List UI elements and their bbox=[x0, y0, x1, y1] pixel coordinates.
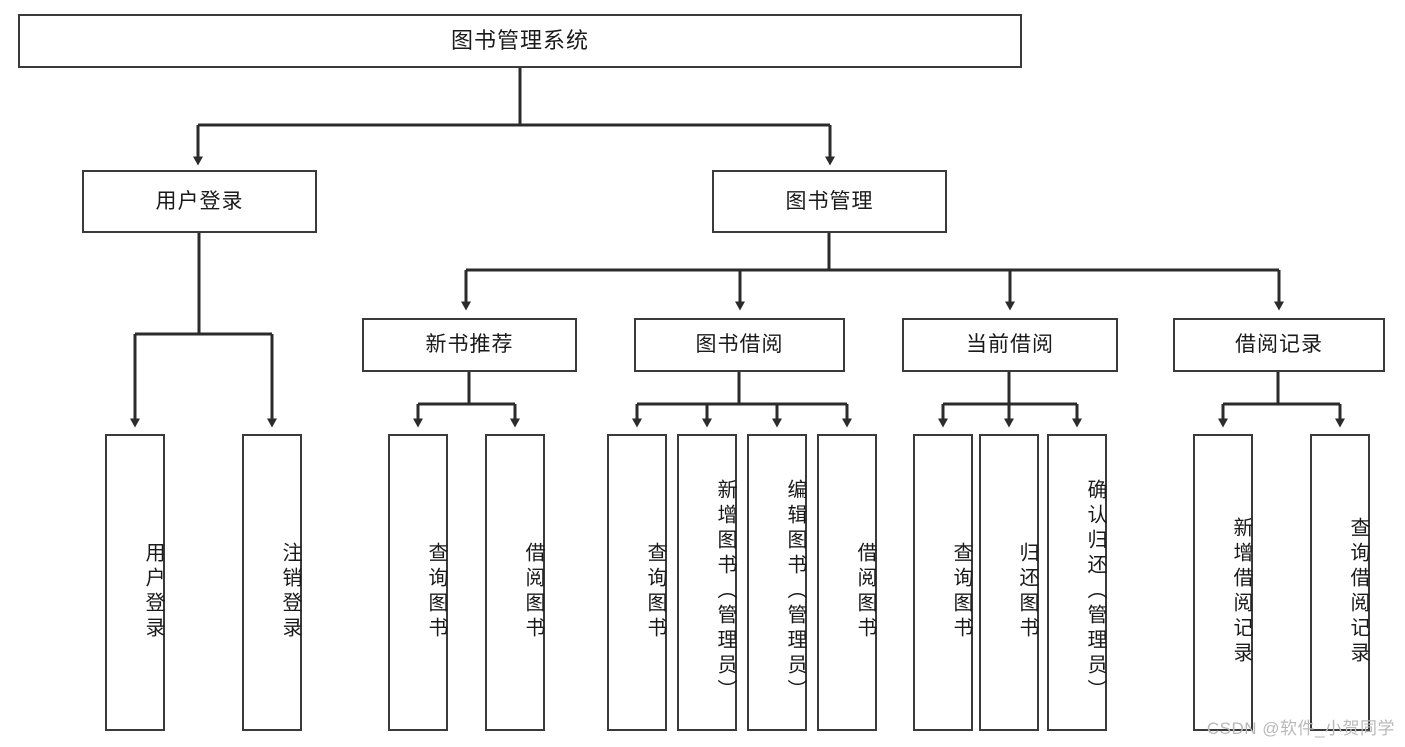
node-user-login[interactable]: 用户登录 bbox=[82, 170, 317, 233]
node-label: 借阅记录 bbox=[1235, 333, 1323, 357]
node-label: 查询图书 bbox=[425, 541, 447, 642]
node-label: 图书管理系统 bbox=[450, 27, 589, 53]
leaf-confirm-return[interactable]: 确认归还（管理员） bbox=[1047, 434, 1107, 731]
leaf-user-login[interactable]: 用户登录 bbox=[105, 434, 165, 731]
leaf-add-record[interactable]: 新增借阅记录 bbox=[1193, 434, 1253, 731]
node-label: 借阅图书 bbox=[854, 541, 876, 642]
leaf-query-book-2[interactable]: 查询图书 bbox=[607, 434, 667, 731]
node-label: 确认归还（管理员） bbox=[1084, 479, 1106, 704]
node-new-book-recommend[interactable]: 新书推荐 bbox=[362, 318, 577, 372]
leaf-query-record[interactable]: 查询借阅记录 bbox=[1310, 434, 1370, 731]
node-current-borrow[interactable]: 当前借阅 bbox=[902, 318, 1118, 372]
csdn-watermark: CSDN @软件_小贺同学 bbox=[1206, 719, 1395, 738]
node-book-borrow[interactable]: 图书借阅 bbox=[634, 318, 845, 372]
leaf-return-book[interactable]: 归还图书 bbox=[979, 434, 1039, 731]
leaf-query-book-3[interactable]: 查询图书 bbox=[913, 434, 973, 731]
node-label: 当前借阅 bbox=[966, 333, 1054, 357]
leaf-add-book[interactable]: 新增图书（管理员） bbox=[677, 434, 737, 731]
leaf-edit-book[interactable]: 编辑图书（管理员） bbox=[747, 434, 807, 731]
leaf-borrow-book-1[interactable]: 借阅图书 bbox=[485, 434, 545, 731]
node-root-book-management-system[interactable]: 图书管理系统 bbox=[18, 14, 1022, 68]
node-label: 查询借阅记录 bbox=[1347, 516, 1369, 667]
node-label: 借阅图书 bbox=[522, 541, 544, 642]
node-label: 新增借阅记录 bbox=[1230, 516, 1252, 667]
node-label: 用户登录 bbox=[155, 189, 244, 213]
node-label: 新书推荐 bbox=[425, 333, 514, 357]
node-label: 编辑图书（管理员） bbox=[784, 479, 806, 704]
node-label: 图书借阅 bbox=[695, 333, 784, 357]
leaf-query-book-1[interactable]: 查询图书 bbox=[388, 434, 448, 731]
leaf-logout-login[interactable]: 注销登录 bbox=[242, 434, 302, 731]
node-label: 图书管理 bbox=[785, 189, 874, 213]
node-book-management[interactable]: 图书管理 bbox=[712, 170, 947, 233]
node-borrow-record[interactable]: 借阅记录 bbox=[1173, 318, 1385, 372]
node-label: 注销登录 bbox=[279, 541, 301, 642]
node-label: 查询图书 bbox=[644, 541, 666, 642]
leaf-borrow-book-2[interactable]: 借阅图书 bbox=[817, 434, 877, 731]
node-label: 新增图书（管理员） bbox=[714, 479, 736, 704]
node-label: 查询图书 bbox=[950, 541, 972, 642]
node-label: 用户登录 bbox=[142, 541, 164, 642]
node-label: 归还图书 bbox=[1016, 541, 1038, 642]
